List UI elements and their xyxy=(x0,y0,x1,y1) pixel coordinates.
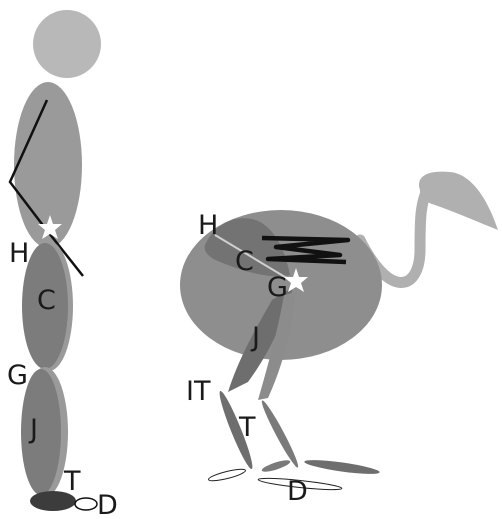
human-label-c: C xyxy=(37,285,56,316)
human-toe xyxy=(75,498,97,510)
bird-toe-3 xyxy=(304,457,381,476)
bird-label-d: D xyxy=(287,476,308,507)
human-label-g: G xyxy=(7,360,28,391)
bird-figure: H C G J IT T D xyxy=(180,172,498,507)
bird-label-c: C xyxy=(235,246,254,277)
bird-toe-2 xyxy=(261,458,292,474)
human-label-j: J xyxy=(28,414,38,445)
bird-head xyxy=(419,172,498,230)
bird-label-it: IT xyxy=(186,376,211,407)
human-label-d: D xyxy=(97,490,118,519)
bird-label-g: G xyxy=(267,272,288,303)
bird-label-j: J xyxy=(250,322,260,353)
human-label-t: T xyxy=(63,466,81,497)
human-figure: H C G J T D xyxy=(7,10,118,519)
human-head xyxy=(33,10,101,78)
human-label-h: H xyxy=(9,238,29,269)
bird-label-t: T xyxy=(238,412,256,443)
bird-label-h: H xyxy=(198,210,218,241)
bird-toe-1 xyxy=(208,467,247,483)
bird-tarsus-right xyxy=(259,399,302,470)
